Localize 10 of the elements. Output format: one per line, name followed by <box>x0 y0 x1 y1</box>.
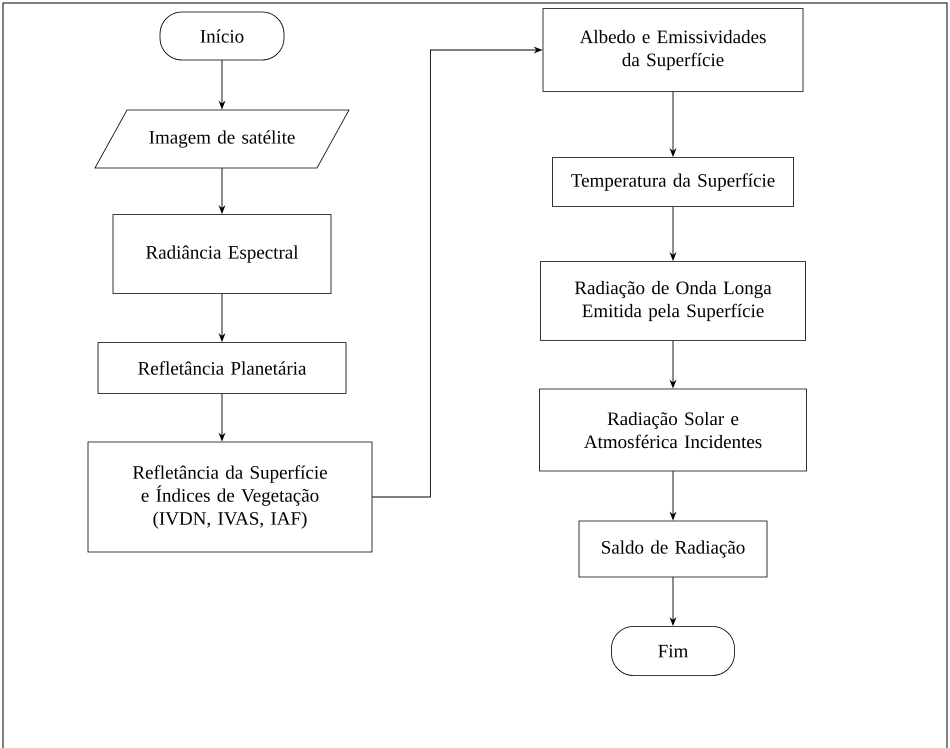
process-box: Radiação Solar e Atmosférica Incidentes <box>539 388 807 472</box>
terminal-box: Início <box>160 12 284 60</box>
process-box: Saldo de Radiação <box>578 520 768 578</box>
process-box: Radiação de Onda Longa Emitida pela Superfície <box>540 261 806 341</box>
terminal-box: Fim <box>611 626 735 676</box>
process-box: Radiância Espectral <box>112 214 332 294</box>
process-box: Albedo e Emissividades da Superfície <box>542 8 804 92</box>
process-box: Refletância Planetária <box>98 342 346 394</box>
process-box: Temperatura da Superfície <box>552 157 794 207</box>
process-box: Refletância da Superfície e Índices de Vegetação (IVDN, IVAS, IAF) <box>88 442 372 552</box>
